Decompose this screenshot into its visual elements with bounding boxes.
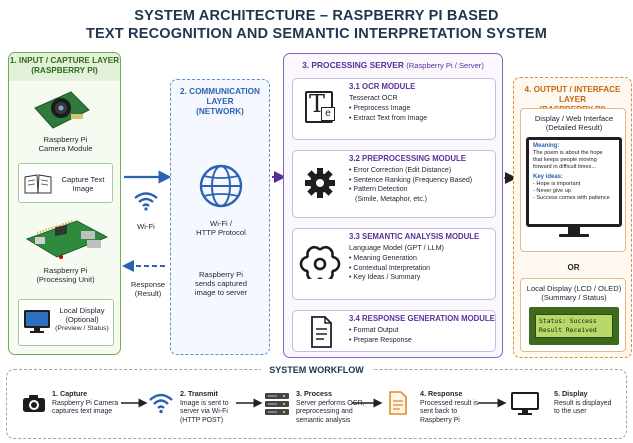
web-interface-box: Display / Web Interface(Detailed Result)…: [520, 108, 626, 252]
preprocessing-module: 3.2 PREPROCESSING MODULE Error Correctio…: [292, 150, 496, 218]
title-line-1: SYSTEM ARCHITECTURE – RASPBERRY PI BASED: [134, 8, 499, 24]
book-icon: [24, 174, 52, 194]
document-output-icon: [389, 391, 407, 415]
output-interface-layer: 4. OUTPUT / INTERFACE LAYER (RASPBERRY P…: [513, 77, 632, 358]
lcd-line-1: Status: Success: [539, 317, 597, 325]
response-module-items: Format Output Prepare Response: [349, 326, 411, 345]
input-layer-header: 1. INPUT / CAPTURE LAYER (RASPBERRY PI): [9, 53, 120, 81]
comm-protocol-label: Wi-Fi /HTTP Protocol: [196, 219, 246, 237]
input-header-line-1: 1. INPUT / CAPTURE LAYER: [9, 56, 120, 65]
wifi-signal-icon: [149, 393, 173, 414]
ocr-module: T e 3.1 OCR MODULE Tesseract OCR Preproc…: [292, 78, 496, 140]
workflow-step-process: 3. Process Server performs OCR, preproce…: [296, 389, 365, 424]
lcd-module: Status: Success Result Received: [529, 307, 619, 345]
input-header-line-2: (RASPBERRY PI): [31, 66, 98, 75]
semantic-module-subtitle: Language Model (GPT / LLM): [349, 243, 444, 252]
ocr-module-items: Preprocess Image Extract Text from Image: [349, 104, 427, 123]
workflow-step-response: 4. Response Processed result is sent bac…: [420, 389, 479, 424]
processing-server: 3. PROCESSING SERVER (Raspberry Pi / Ser…: [283, 53, 503, 358]
lcd-screen: Status: Success Result Received: [535, 314, 613, 338]
gear-icon: [305, 168, 335, 198]
monitor-stand: [568, 227, 580, 234]
server-icon: [265, 393, 289, 415]
camera-module-icon: [34, 91, 90, 129]
ocr-module-subtitle: Tesseract OCR: [349, 93, 398, 102]
globe-icon: [199, 164, 243, 208]
web-interface-label: Display / Web Interface(Detailed Result): [534, 114, 614, 132]
monitor-base: [559, 234, 589, 237]
camera-icon: [23, 395, 45, 412]
wifi-label: Wi-Fi: [137, 222, 155, 231]
workflow-step-display: 5. Display Result is displayed to the us…: [554, 389, 612, 416]
display-monitor-icon: [511, 392, 539, 415]
semantic-module-title: 3.3 SEMANTIC ANALYSIS MODULE: [349, 232, 480, 241]
screen-meaning-heading: Meaning:: [533, 143, 560, 149]
preprocessing-module-items: Error Correction (Edit Distance) Sentenc…: [349, 166, 472, 204]
communication-layer: 2. COMMUNICATION LAYER (NETWORK) Wi-Fi /…: [170, 79, 270, 355]
monitor-icon: [24, 310, 50, 333]
lcd-line-2: Result Received: [539, 326, 597, 334]
server-header: 3. PROCESSING SERVER (Raspberry Pi / Ser…: [302, 60, 484, 70]
screen-idea-3: - Success comes with patience: [533, 195, 610, 201]
title-line-2: TEXT RECOGNITION AND SEMANTIC INTERPRETA…: [85, 26, 548, 42]
ocr-icon: T e: [299, 90, 341, 125]
ai-model-icon: [299, 245, 341, 279]
screen-key-heading: Key ideas:: [533, 174, 564, 180]
input-capture-layer: 1. INPUT / CAPTURE LAYER (RASPBERRY PI) …: [8, 52, 121, 355]
screen-idea-1: - Hope is important: [533, 181, 581, 187]
local-display-label: Local Display (Optional) (Preview / Stat…: [55, 306, 109, 332]
raspberry-pi-label: Raspberry Pi(Processing Unit): [36, 266, 95, 284]
workflow-title: SYSTEM WORKFLOW: [0, 365, 633, 375]
ocr-module-title: 3.1 OCR MODULE: [349, 82, 416, 91]
response-generation-module: 3.4 RESPONSE GENERATION MODULE Format Ou…: [292, 310, 496, 352]
wifi-icon: [134, 192, 158, 211]
screen-idea-2: - Never give up: [533, 188, 571, 194]
or-label: OR: [567, 263, 580, 272]
semantic-module-items: Meaning Generation Contextual Interpreta…: [349, 254, 430, 283]
preprocessing-module-title: 3.2 PREPROCESSING MODULE: [349, 154, 466, 163]
workflow-step-transmit: 2. Transmit Image is sent to server via …: [180, 389, 229, 424]
lcd-display-label: Local Display (LCD / OLED)(Summary / Sta…: [526, 284, 622, 302]
semantic-analysis-module: 3.3 SEMANTIC ANALYSIS MODULE Language Mo…: [292, 228, 496, 300]
screen-text-2: that keeps people moving: [533, 157, 597, 163]
web-monitor-screen: Meaning: The poem is about the hope that…: [529, 140, 619, 224]
raspberry-pi-board-icon: [25, 220, 109, 259]
document-icon: [311, 316, 332, 348]
workflow-step-capture: 1. Capture Raspberry Pi Camera captures …: [52, 389, 119, 416]
web-monitor: Meaning: The poem is about the hope that…: [526, 137, 622, 227]
screen-text-3: forward in difficult times...: [533, 164, 597, 170]
comm-layer-header: 2. COMMUNICATION LAYER (NETWORK): [180, 87, 260, 116]
local-display-box: Local Display (Optional) (Preview / Stat…: [18, 299, 114, 346]
lcd-display-box: Local Display (LCD / OLED)(Summary / Sta…: [520, 278, 626, 352]
response-module-title: 3.4 RESPONSE GENERATION MODULE: [349, 314, 495, 323]
response-label: Response(Result): [130, 280, 166, 298]
screen-text-1: The poem is about the hope: [533, 150, 603, 156]
